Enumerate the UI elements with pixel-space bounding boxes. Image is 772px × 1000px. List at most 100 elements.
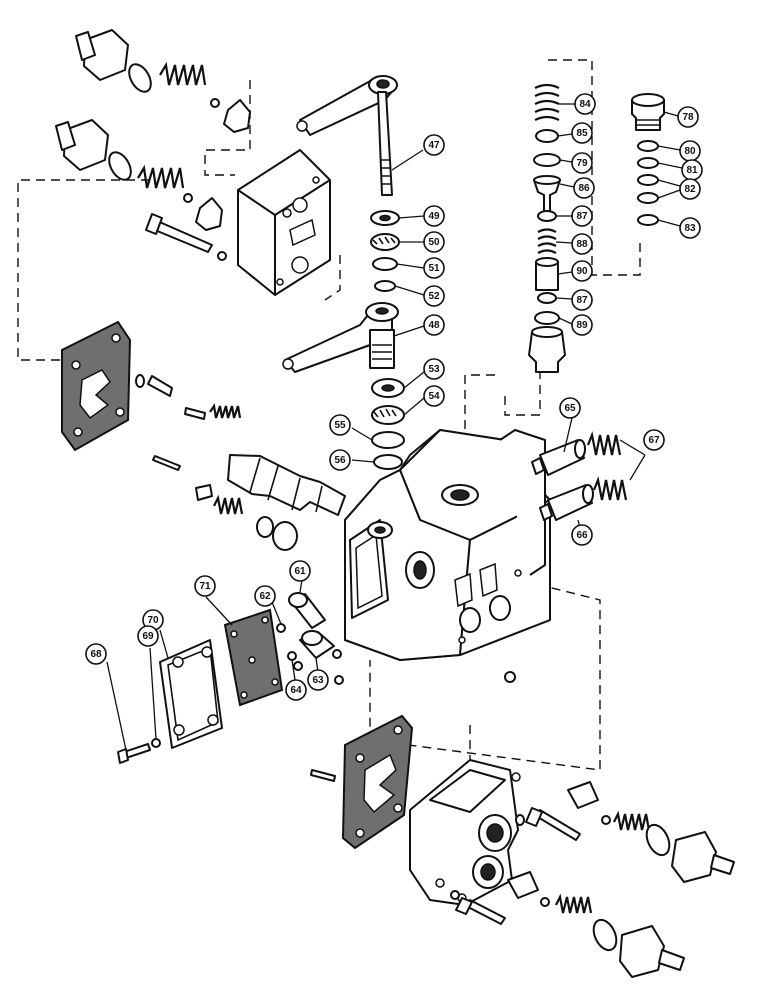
callout-66: 66: [571, 524, 593, 546]
callout-label: 85: [576, 128, 588, 139]
callout-85: 85: [571, 122, 593, 144]
plunger-right-lower: [507, 871, 539, 899]
callout-circle: [571, 233, 593, 255]
ring-52: [374, 280, 396, 292]
callout-86: 86: [573, 177, 595, 199]
pin-64b: [293, 661, 303, 671]
callout-circle: [559, 397, 581, 419]
callout-circle: [85, 643, 107, 665]
callout-63: 63: [307, 669, 329, 691]
callout-label: 62: [259, 591, 271, 602]
callout-circle: [329, 449, 351, 471]
callout-label: 90: [576, 266, 588, 277]
cover-plate-assembly: [117, 608, 284, 764]
callout-circle: [679, 217, 701, 239]
spring-upper-left: [159, 61, 207, 86]
callout-label: 88: [576, 239, 588, 250]
callout-circle: [571, 152, 593, 174]
main-valve-body: [344, 429, 551, 683]
callout-56: 56: [329, 449, 351, 471]
side-pistons: [531, 431, 628, 521]
hex-fitting-right-lower: [619, 925, 665, 978]
callout-circle: [423, 231, 445, 253]
valve-body-plug: [528, 331, 566, 373]
callout-label: 64: [290, 685, 302, 696]
callout-label: 51: [428, 263, 440, 274]
callout-83: 83: [679, 217, 701, 239]
callout-circle: [307, 669, 329, 691]
callout-circle: [571, 205, 593, 227]
ball-lower: [183, 193, 193, 203]
callout-50: 50: [423, 231, 445, 253]
callout-label: 67: [648, 435, 660, 446]
hex-fitting-right-upper: [671, 831, 717, 883]
ring-55: [371, 431, 405, 449]
pin-64a: [287, 651, 297, 661]
callout-68: 68: [85, 643, 107, 665]
callout-49: 49: [423, 205, 445, 227]
callout-label: 70: [147, 615, 159, 626]
callout-circle: [677, 106, 699, 128]
left-gasket-and-spool: [61, 320, 346, 551]
relief-valve-end-cap: [237, 149, 331, 296]
callout-label: 69: [142, 631, 154, 642]
callout-label: 78: [682, 112, 694, 123]
o-ring-upper: [128, 63, 152, 93]
plunger-lower: [195, 197, 223, 231]
control-lever-assembly: [282, 75, 405, 470]
o-ring-lower: [108, 151, 132, 181]
callout-71: 71: [194, 575, 216, 597]
callout-label: 63: [312, 675, 324, 686]
spring-lower-left: [137, 164, 185, 189]
callout-label: 66: [576, 530, 588, 541]
callout-69: 69: [137, 625, 159, 647]
callout-label: 89: [576, 320, 588, 331]
callout-circle: [329, 414, 351, 436]
callout-circle: [423, 314, 445, 336]
plug-and-shims: [631, 93, 665, 226]
callout-80: 80: [679, 140, 701, 162]
callout-circle: [285, 679, 307, 701]
callout-circle: [679, 178, 701, 200]
callout-circle: [423, 285, 445, 307]
callout-circle: [571, 314, 593, 336]
sleeve-left: [135, 374, 145, 388]
ring-89: [534, 311, 560, 325]
spring-67-upper: [586, 431, 622, 456]
callout-52: 52: [423, 285, 445, 307]
o-ring-79: [533, 153, 561, 167]
ball-upper: [210, 98, 220, 108]
callout-64: 64: [285, 679, 307, 701]
callout-label: 83: [684, 223, 696, 234]
callout-label: 53: [428, 364, 440, 375]
callout-51: 51: [423, 257, 445, 279]
callout-label: 56: [334, 455, 346, 466]
shim-80: [637, 140, 659, 152]
plunger-right-upper: [567, 781, 599, 809]
callout-90: 90: [571, 260, 593, 282]
lower-shaft: [369, 329, 395, 369]
callout-79: 79: [571, 152, 593, 174]
lower-control-lever: [284, 309, 393, 373]
long-bolt-lower-upper: [535, 809, 581, 841]
callout-circle: [137, 625, 159, 647]
callout-label: 79: [576, 158, 588, 169]
retainer-spool: [256, 516, 274, 538]
shim-81: [637, 157, 659, 169]
callout-81: 81: [681, 159, 703, 181]
callout-circle: [423, 205, 445, 227]
plunger-upper: [223, 99, 251, 133]
upper-shaft: [377, 91, 393, 196]
callout-label: 84: [579, 99, 591, 110]
callout-circle: [573, 177, 595, 199]
ring-51: [372, 257, 398, 271]
control-spool: [227, 454, 346, 516]
callout-label: 80: [684, 146, 696, 157]
callout-circle: [423, 134, 445, 156]
hex-fitting-lower: [63, 119, 109, 171]
o-ring-87-lower: [537, 292, 557, 304]
callout-circle: [571, 289, 593, 311]
callout-62: 62: [254, 585, 276, 607]
linkage-parts: [276, 592, 344, 685]
